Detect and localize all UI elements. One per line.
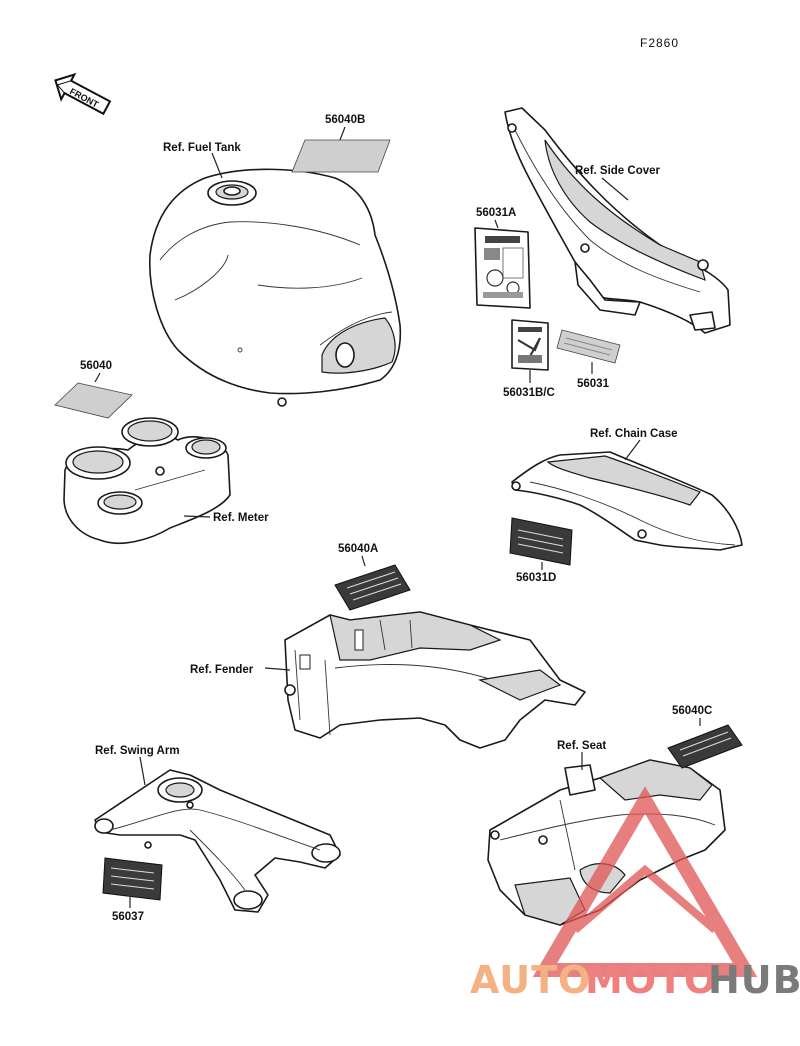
label-56037: 56037 [112, 911, 144, 923]
leader-56040a [361, 555, 366, 567]
watermark-auto: AUTO [470, 958, 591, 1002]
leader-meter [183, 515, 211, 518]
leader-fuel-tank [211, 152, 223, 179]
label-56040a: 56040A [338, 543, 378, 555]
decal-56031d [509, 517, 573, 566]
decal-56031 [556, 329, 621, 364]
label-56031: 56031 [577, 378, 610, 390]
label-56031a: 56031A [476, 207, 516, 219]
watermark-triangle-icon [532, 786, 758, 977]
fender [284, 611, 586, 749]
figure-code: F2860 [640, 36, 679, 50]
leader-56040b [339, 126, 346, 141]
label-side-cover: Ref. Side Cover [575, 165, 661, 177]
decal-56037 [102, 857, 163, 901]
side-cover [504, 107, 731, 334]
leader-side-cover [601, 177, 629, 201]
decal-56040c [667, 724, 743, 769]
label-fuel-tank: Ref. Fuel Tank [163, 142, 241, 154]
leader-swing-arm [139, 756, 146, 786]
label-chain-case: Ref. Chain Case [590, 428, 678, 440]
watermark-logo [532, 786, 758, 977]
label-56040b: 56040B [325, 114, 365, 126]
swing-arm [94, 769, 341, 913]
decal-56040a [334, 564, 411, 611]
decal-56040 [54, 382, 133, 419]
watermark-text: AUTO MOTO HUB [470, 958, 800, 1002]
chain-case [511, 451, 743, 551]
decal-56040b [291, 139, 391, 173]
watermark-moto: MOTO [585, 958, 717, 1002]
leader-56031a [494, 219, 499, 229]
fuel-tank [148, 168, 402, 407]
leader-chain-case [624, 439, 641, 461]
label-56040: 56040 [80, 360, 112, 372]
decal-56031bc [511, 319, 549, 371]
front-arrow: FRONT [54, 72, 112, 116]
label-swing-arm: Ref. Swing Arm [95, 745, 180, 757]
label-56040c: 56040C [672, 705, 712, 717]
label-fender: Ref. Fender [190, 664, 254, 676]
label-seat: Ref. Seat [557, 740, 606, 752]
watermark-hub: HUB [708, 958, 800, 1002]
decal-56031a [474, 227, 531, 309]
seat [487, 759, 726, 926]
label-56031d: 56031D [516, 572, 556, 584]
label-56031bc: 56031B/C [503, 387, 555, 399]
label-meter: Ref. Meter [213, 512, 269, 524]
leader-fender [264, 667, 291, 671]
leader-56040 [94, 372, 101, 383]
meter [63, 417, 231, 544]
